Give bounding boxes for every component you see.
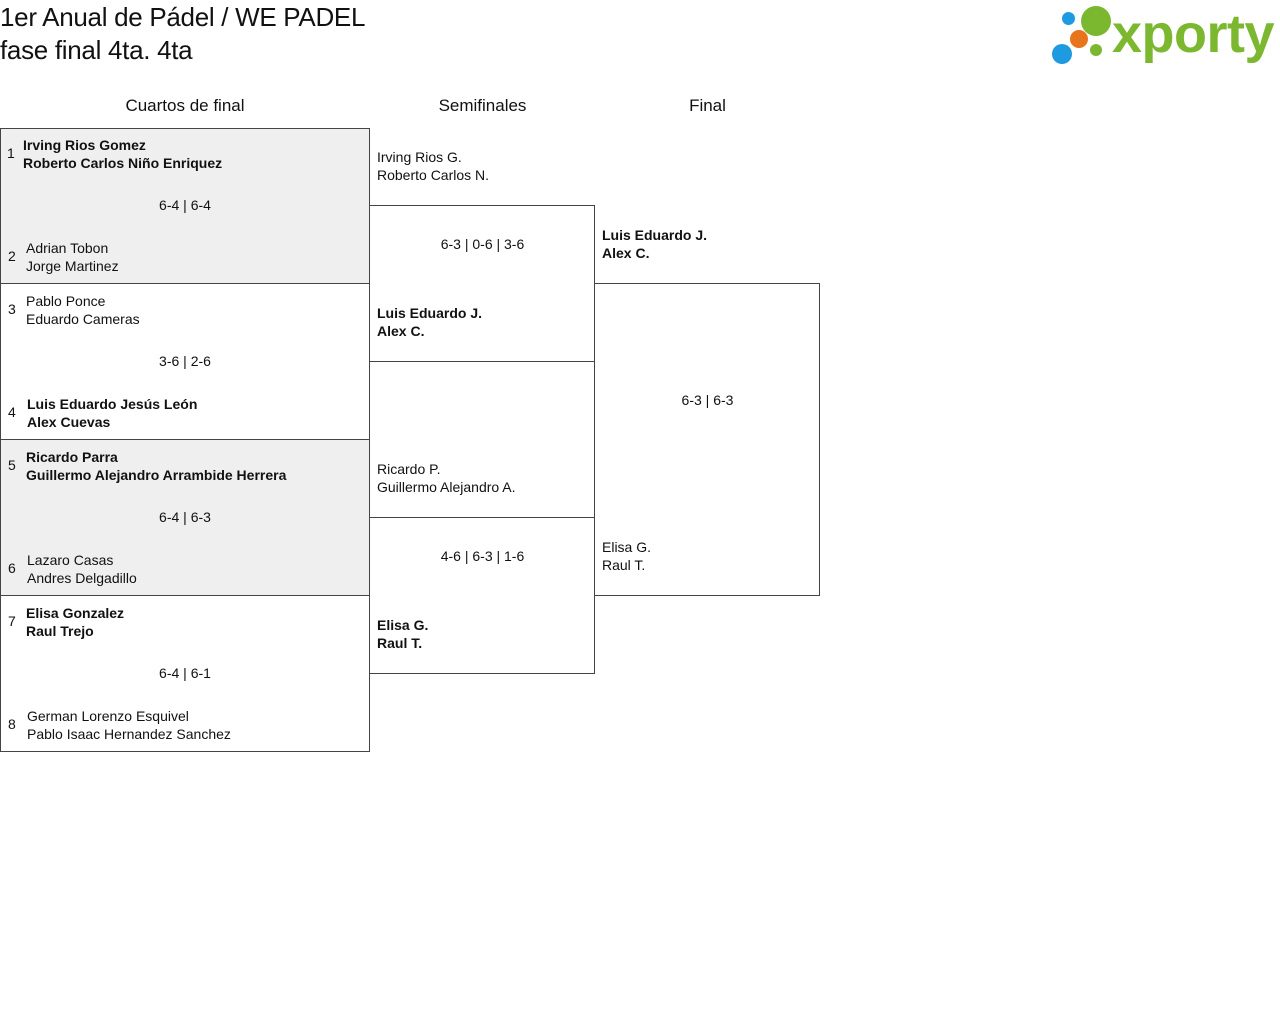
player-name: Lazaro Casas [27, 552, 114, 568]
team-entry[interactable]: Ricardo Parra Guillermo Alejandro Arramb… [26, 448, 286, 484]
team-entry[interactable]: Irving Rios Gomez Roberto Carlos Niño En… [23, 136, 222, 172]
player-name: Adrian Tobon [26, 240, 109, 256]
seed-number: 6 [8, 560, 16, 576]
logo-dot-green-small-icon [1090, 44, 1102, 56]
match-score: 6-3 | 6-3 [681, 392, 734, 408]
quarterfinal-match-3 [0, 439, 370, 596]
player-name: Guillermo Alejandro A. [377, 479, 516, 495]
page-subtitle: fase final 4ta. 4ta [0, 35, 193, 65]
match-score: 6-3 | 0-6 | 3-6 [440, 236, 525, 252]
xporty-logo[interactable]: xporty [1050, 4, 1276, 68]
player-name: Elisa Gonzalez [26, 605, 125, 621]
team-entry[interactable]: Elisa G. Raul T. [602, 538, 651, 574]
logo-dot-orange-icon [1070, 30, 1088, 48]
player-name: Raul T. [377, 635, 423, 651]
seed-number: 2 [8, 248, 16, 264]
player-name: Elisa G. [377, 617, 429, 633]
seed-number: 8 [8, 716, 16, 732]
column-header-semis: Semifinales [438, 96, 527, 115]
player-name: Elisa G. [602, 539, 652, 555]
team-entry[interactable]: German Lorenzo Esquivel Pablo Isaac Hern… [27, 707, 231, 743]
logo-dot-blue-icon [1062, 12, 1075, 25]
team-entry[interactable]: Adrian Tobon Jorge Martinez [26, 239, 119, 275]
column-header-final: Final [689, 96, 726, 115]
player-name: Irving Rios Gomez [23, 137, 146, 153]
player-name: Pablo Isaac Hernandez Sanchez [27, 726, 231, 742]
page-title: 1er Anual de Pádel / WE PADEL [0, 2, 366, 32]
team-entry[interactable]: Elisa Gonzalez Raul Trejo [26, 604, 124, 640]
player-name: Roberto Carlos N. [377, 167, 490, 183]
logo-dot-blue-large-icon [1052, 44, 1072, 64]
player-name: Pablo Ponce [26, 293, 106, 309]
seed-number: 5 [8, 457, 16, 473]
match-score: 4-6 | 6-3 | 1-6 [440, 548, 525, 564]
column-header-quarters: Cuartos de final [125, 96, 245, 115]
player-name: Alex Cuevas [27, 414, 111, 430]
team-entry[interactable]: Elisa G. Raul T. [377, 616, 428, 652]
player-name: Ricardo Parra [26, 449, 118, 465]
player-name: Andres Delgadillo [27, 570, 137, 586]
logo-dot-green-icon [1081, 6, 1111, 36]
match-score: 6-4 | 6-1 [159, 665, 211, 681]
team-entry[interactable]: Pablo Ponce Eduardo Cameras [26, 292, 140, 328]
player-name: Raul Trejo [26, 623, 94, 639]
match-score: 3-6 | 2-6 [159, 353, 211, 369]
match-score: 6-4 | 6-4 [159, 197, 211, 213]
team-entry[interactable]: Lazaro Casas Andres Delgadillo [27, 551, 137, 587]
team-entry[interactable]: Luis Eduardo Jesús León Alex Cuevas [27, 395, 197, 431]
player-name: Irving Rios G. [377, 149, 462, 165]
player-name: Alex C. [602, 245, 650, 261]
player-name: Raul T. [602, 557, 646, 573]
player-name: Luis Eduardo J. [377, 305, 483, 321]
seed-number: 3 [8, 301, 16, 317]
team-entry[interactable]: Ricardo P. Guillermo Alejandro A. [377, 460, 516, 496]
team-entry[interactable]: Irving Rios G. Roberto Carlos N. [377, 148, 489, 184]
seed-number: 7 [8, 613, 16, 629]
player-name: Guillermo Alejandro Arrambide Herrera [26, 467, 287, 483]
team-entry[interactable]: Luis Eduardo J. Alex C. [602, 226, 707, 262]
player-name: Alex C. [377, 323, 425, 339]
logo-text: xporty [1112, 4, 1275, 64]
final-match [594, 283, 820, 596]
player-name: Roberto Carlos Niño Enriquez [23, 155, 223, 171]
player-name: Luis Eduardo J. [602, 227, 708, 243]
seed-number: 4 [8, 404, 16, 420]
quarterfinal-match-1 [0, 128, 370, 284]
player-name: Eduardo Cameras [26, 311, 140, 327]
player-name: Jorge Martinez [26, 258, 119, 274]
seed-number: 1 [7, 145, 15, 161]
player-name: Ricardo P. [377, 461, 441, 477]
player-name: Luis Eduardo Jesús León [27, 396, 198, 412]
match-score: 6-4 | 6-3 [159, 509, 211, 525]
player-name: German Lorenzo Esquivel [27, 708, 189, 724]
team-entry[interactable]: Luis Eduardo J. Alex C. [377, 304, 482, 340]
